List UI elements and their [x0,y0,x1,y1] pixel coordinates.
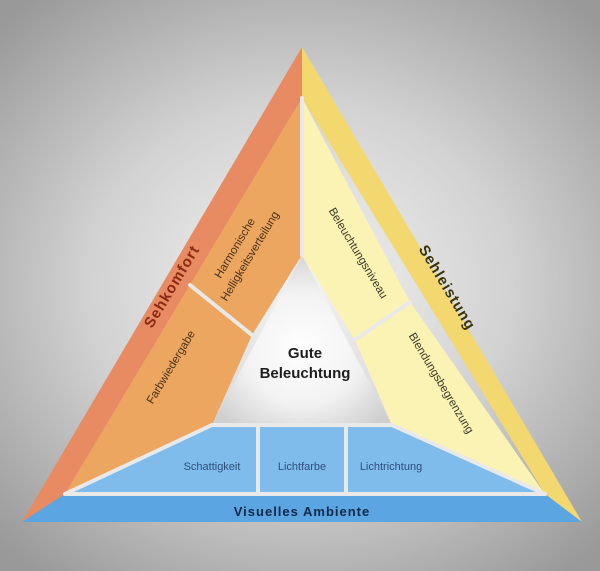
bottom-segment-1 [65,425,258,494]
side-title-bottom: Visuelles Ambiente [234,504,371,519]
left-separator [188,283,254,337]
left-segment-upper [190,98,302,335]
bottom-outer-band [22,494,582,522]
label-lichtrichtung: Lichtrichtung [360,461,422,473]
right-segment-upper [302,98,410,340]
segment-separators [63,96,547,496]
right-outer-band [302,47,582,522]
center-triangle [212,255,392,425]
right-separator [353,300,412,342]
left-outer-band [22,47,302,522]
center-label-line2: Beleuchtung [260,365,351,382]
inner-left-bottom-edge [63,423,214,496]
bottom-segment-3 [346,425,545,494]
left-segment-lower [65,285,252,494]
bottom-segment-2 [258,425,346,494]
right-segment-lower [355,302,545,494]
label-schattigkeit: Schattigkeit [184,461,241,473]
center-label-line1: Gute [288,345,322,362]
label-lichtfarbe: Lichtfarbe [278,461,326,473]
inner-right-bottom-edge [390,423,547,496]
